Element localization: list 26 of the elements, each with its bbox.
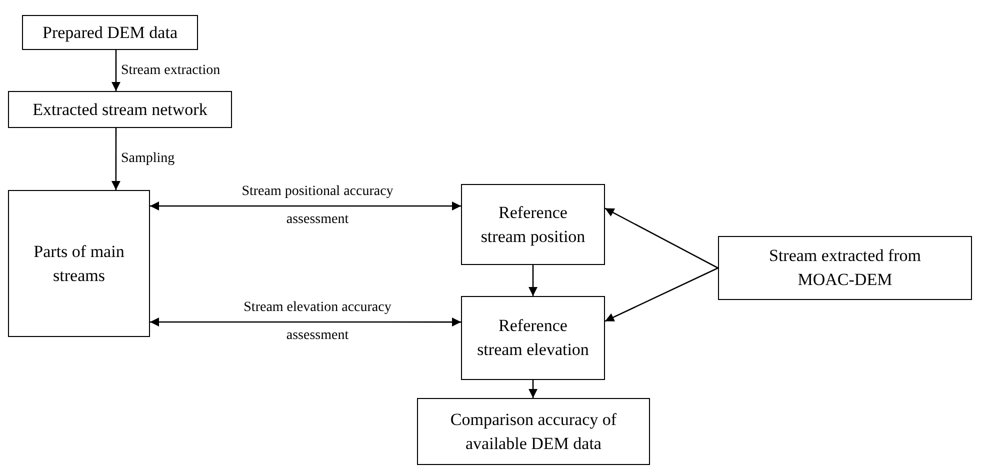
- box-label: Parts of main streams: [32, 240, 126, 286]
- process-box: [417, 398, 650, 465]
- box-label: Prepared DEM data: [42, 22, 178, 44]
- arrow: [528, 380, 538, 398]
- arrow: [604, 267, 718, 322]
- box-label: Extracted stream network: [32, 98, 208, 120]
- process-box: [8, 91, 232, 128]
- process-box: [8, 190, 150, 337]
- arrow: [150, 318, 461, 327]
- box-label: Reference stream position: [480, 202, 586, 248]
- arrow: [604, 208, 718, 269]
- box-label: Reference stream elevation: [476, 315, 590, 361]
- box-label: Comparison accuracy of available DEM data: [449, 408, 618, 454]
- box-label: Stream extracted from MOAC-DEM: [768, 245, 922, 291]
- arrow: [111, 128, 120, 190]
- process-box: [461, 184, 605, 265]
- arrow: [528, 265, 538, 296]
- process-box: [461, 296, 605, 380]
- edge-label: Stream positional accuracy assessment: [240, 183, 394, 230]
- edge-label: Stream extraction: [120, 62, 220, 78]
- arrow: [111, 50, 120, 91]
- edge-label: Sampling: [120, 151, 175, 167]
- edge-label: Stream elevation accuracy assessment: [242, 299, 392, 346]
- process-box: [22, 15, 198, 50]
- arrow: [150, 202, 461, 211]
- process-box: [718, 236, 972, 300]
